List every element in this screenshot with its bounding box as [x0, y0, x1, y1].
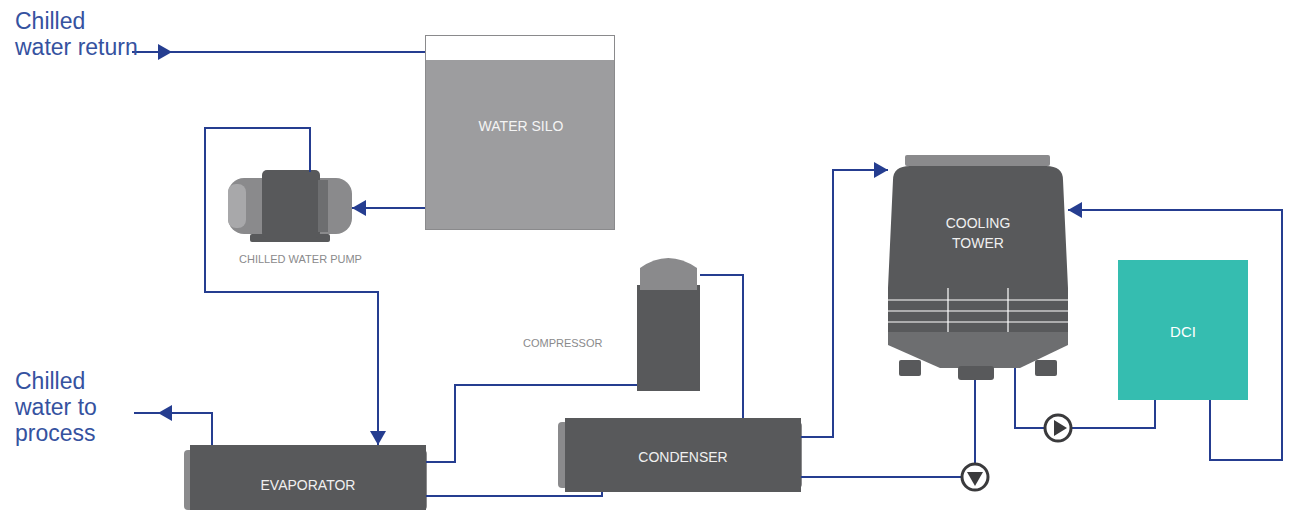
pipe-connector — [1068, 202, 1282, 460]
pipe-connector — [801, 162, 888, 437]
pipe-connector — [426, 492, 602, 496]
pipe-connector — [700, 275, 743, 418]
pump-symbol — [1054, 420, 1067, 436]
tower-foot — [899, 360, 921, 376]
pipe-line — [205, 128, 378, 445]
compressor-label: COMPRESSOR — [515, 250, 705, 395]
tower-fill-lines — [888, 288, 1068, 332]
node-label: EVAPORATOR — [190, 475, 426, 495]
node-label: WATER SILO — [466, 116, 576, 136]
flow-label: Chilled water return — [15, 8, 145, 60]
pipe-line — [801, 380, 975, 477]
return-pipe — [132, 51, 425, 53]
pipe-connector — [205, 128, 386, 445]
tower-outlet — [958, 366, 994, 380]
node-label: COMPRESSOR — [523, 333, 602, 353]
arrow-head — [370, 431, 386, 445]
condenser-box: CONDENSER — [565, 418, 801, 492]
flow-arrow — [158, 44, 172, 60]
flow-arrow — [158, 405, 172, 421]
tower-body — [888, 166, 1068, 288]
node-label: CONDENSER — [565, 447, 801, 467]
pipe-connector — [352, 200, 425, 216]
pipe-line — [801, 170, 888, 437]
tower-cap — [905, 155, 1050, 166]
pipe-line — [700, 275, 743, 418]
compressor-dome — [640, 258, 697, 290]
node-label: CHILLED WATER PUMP — [210, 249, 391, 269]
flow-label: Chilled water to process — [15, 368, 145, 446]
pipe-connector — [801, 380, 975, 477]
pump-symbol — [1045, 415, 1071, 441]
cooling-tower: COOLING TOWER — [888, 155, 1068, 380]
tower-fill — [888, 288, 1068, 332]
pump-flange — [318, 180, 328, 232]
pump-symbol — [967, 472, 983, 486]
compressor-body — [637, 285, 700, 391]
water-silo: WATER SILO — [425, 35, 615, 230]
evaporator-box: EVAPORATOR — [190, 445, 426, 510]
pipe-line — [426, 492, 602, 496]
pump-head — [262, 170, 320, 238]
node-label: DCI — [1118, 322, 1248, 342]
arrow-head — [1068, 202, 1082, 218]
node-label: COOLING TOWER — [918, 213, 1038, 253]
tower-foot — [1035, 360, 1057, 376]
pump-symbol — [962, 464, 988, 490]
dci-box: DCI — [1118, 260, 1248, 400]
arrow-head — [352, 200, 366, 216]
supply-pipe — [134, 413, 212, 445]
pipe-line — [1068, 210, 1282, 460]
pump-motor-end — [228, 184, 246, 228]
pump-label: CHILLED WATER PUMP — [210, 165, 391, 273]
arrow-head — [874, 162, 888, 178]
